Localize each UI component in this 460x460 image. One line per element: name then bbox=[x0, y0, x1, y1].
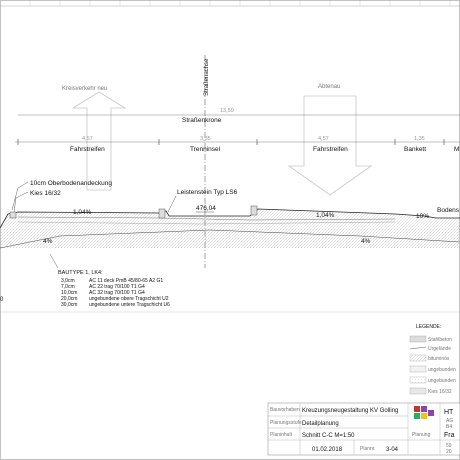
bautype-thickness: 20,0cm bbox=[61, 296, 77, 302]
bauvorhaben-label: Bauvorhaben bbox=[270, 407, 300, 413]
slope-right-label: 1,04% bbox=[316, 212, 335, 219]
planungsstufe-label: Planungsstufe bbox=[270, 420, 302, 426]
legend-label: ungebunden bbox=[428, 367, 456, 373]
strassenkrone-label: Straßenkrone bbox=[182, 117, 222, 124]
bautype-material: ungebundene untere Tragschicht U6 bbox=[89, 302, 170, 308]
direction-label-left: Kreisverkehr neu bbox=[62, 86, 107, 92]
logo-square bbox=[421, 406, 427, 412]
segment-ticks bbox=[17, 139, 445, 145]
planungsstufe-value: Detailplanung bbox=[302, 421, 339, 427]
topsoil-leader bbox=[11, 181, 29, 211]
logo-square bbox=[414, 406, 420, 412]
legend-swatch bbox=[409, 365, 427, 373]
segment-1-width: 4,57 bbox=[82, 136, 93, 142]
elevation-label: 476,04 bbox=[196, 205, 216, 212]
road-axis-label: Straßenachse bbox=[204, 58, 210, 96]
date-value: 01.02.2018 bbox=[312, 447, 343, 453]
curb-stone-right bbox=[250, 205, 258, 216]
right-edge-label: M bbox=[454, 146, 459, 153]
right-block-label: Fra bbox=[444, 432, 455, 439]
legend-label: bituminös bbox=[428, 356, 450, 362]
shoulder-slope-label: 10% bbox=[416, 213, 429, 220]
company-small-text: B4 bbox=[446, 424, 452, 430]
legend-label: ungebunden bbox=[428, 378, 456, 384]
left-edge-digit: 0 bbox=[0, 297, 4, 303]
planinhalt-label: Planinhalt bbox=[270, 432, 293, 438]
bautype-material: AC 32 trag 70/100 T1 G4 bbox=[89, 290, 145, 296]
curb-leader bbox=[167, 195, 177, 213]
asphalt-bottom-line bbox=[17, 216, 396, 221]
shoulder-label: Bankett bbox=[404, 146, 426, 153]
bautype-thickness: 10,0cm bbox=[61, 290, 77, 296]
logo-square bbox=[421, 413, 427, 419]
median-label: Trenninsel bbox=[190, 146, 221, 153]
legend-label: Kies 16/32 bbox=[428, 389, 452, 395]
legend-swatch bbox=[409, 346, 427, 350]
company-name: HT bbox=[444, 409, 454, 416]
bautype-title: BAUTYPE 1, LK4: bbox=[58, 270, 103, 276]
segment-3-width: 4,57 bbox=[318, 136, 329, 142]
top-ticks bbox=[29, 0, 451, 6]
company-logo bbox=[414, 406, 434, 419]
bautype-material: ungebundene obere Tragschicht U2 bbox=[89, 296, 169, 302]
legend-swatch bbox=[409, 335, 427, 343]
bautype-material: AC 11 deck PmB 45/80-65 A2 G1 bbox=[89, 278, 163, 284]
bautype-thickness: 7,0cm bbox=[61, 284, 75, 290]
direction-arrow-up bbox=[71, 91, 127, 191]
lane-label-right: Fahrstreifen bbox=[313, 146, 348, 153]
formation-slope-left: 4% bbox=[43, 238, 53, 245]
base-layer-line bbox=[17, 221, 396, 225]
plannr-label: Plannr. bbox=[360, 446, 376, 452]
legend-title: LEGENDE: bbox=[416, 324, 441, 330]
logo-square bbox=[428, 410, 434, 416]
direction-label-right: Abtenau bbox=[318, 84, 340, 90]
bautype-leader bbox=[49, 253, 59, 269]
bautype-thickness: 30,0cm bbox=[61, 302, 77, 308]
formation-line bbox=[0, 229, 460, 249]
legend-label: Urgelände bbox=[428, 346, 451, 352]
company-small-text: 59 bbox=[446, 443, 452, 449]
gravel-label: Kies 16/32 bbox=[30, 190, 61, 197]
title-block bbox=[267, 402, 460, 456]
company-small-text: 20 bbox=[446, 449, 452, 455]
legend-items: Stahlbeton Urgelände bituminös ungebunde… bbox=[409, 335, 456, 395]
logo-square bbox=[414, 413, 420, 419]
bautype-material: AC 22 trag 70/100 T1 G4 bbox=[89, 284, 145, 290]
formation-slope-right: 4% bbox=[361, 238, 371, 245]
legend-swatch bbox=[409, 354, 427, 362]
company-small-text: AG bbox=[446, 418, 453, 424]
bautype-thickness: 3,0cm bbox=[61, 278, 75, 284]
total-width: 13,59 bbox=[220, 108, 234, 114]
legend-swatch bbox=[409, 387, 427, 395]
curb-stone-left bbox=[158, 208, 166, 219]
lane-label-left: Fahrstreifen bbox=[70, 146, 105, 153]
soil-label: Bodens bbox=[437, 207, 460, 214]
planung-label: Planung bbox=[412, 432, 431, 438]
road-surface-line bbox=[0, 208, 460, 229]
bautype-rows: 3,0cm AC 11 deck PmB 45/80-65 A2 G1 7,0c… bbox=[61, 278, 170, 308]
subbase-fill bbox=[0, 229, 460, 248]
slope-left-label: 1,04% bbox=[73, 209, 92, 216]
edge-stone bbox=[9, 211, 17, 219]
bauvorhaben-value: Kreuzungsneugestaltung KV Golling bbox=[302, 408, 398, 414]
segment-2-width: 3,35 bbox=[200, 136, 211, 142]
curb-label: Leistenstein Typ LS6 bbox=[177, 189, 238, 196]
direction-arrow-down bbox=[287, 95, 373, 196]
segment-4-width: 1,35 bbox=[414, 136, 425, 142]
legend-label: Stahlbeton bbox=[428, 337, 452, 343]
planinhalt-value: Schnitt C-C M=1:50 bbox=[302, 433, 355, 439]
topsoil-label: 10cm Oberbodenandeckung bbox=[30, 180, 112, 187]
gravel-leader bbox=[13, 191, 29, 213]
plannr-value: 3-04 bbox=[386, 447, 399, 453]
legend-swatch bbox=[409, 376, 427, 384]
